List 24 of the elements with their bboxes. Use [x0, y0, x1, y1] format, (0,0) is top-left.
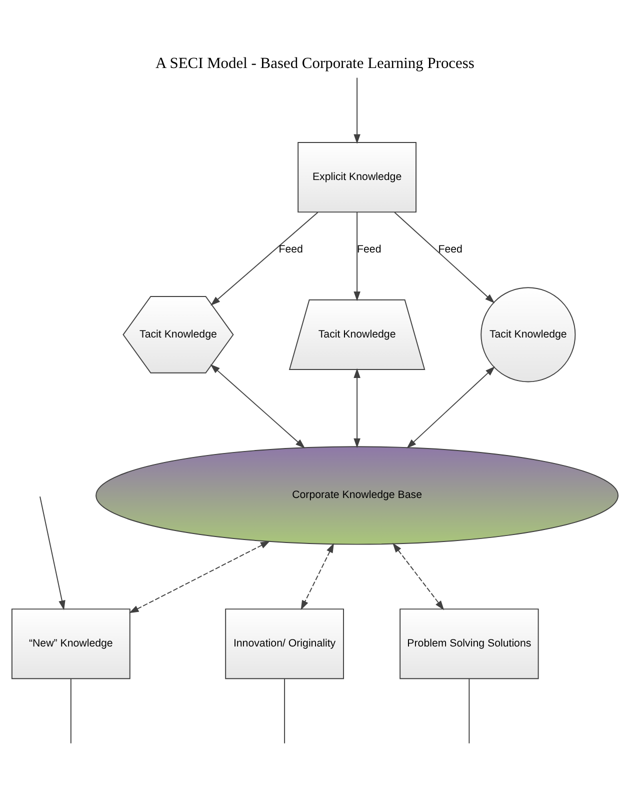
node-ellipse: Corporate Knowledge Base — [96, 446, 619, 545]
node-box: Explicit Knowledge — [298, 142, 416, 213]
arrow — [392, 542, 444, 610]
arrow — [354, 77, 360, 144]
edge-label: Feed — [438, 243, 462, 256]
edge-label: Feed — [278, 243, 303, 256]
arrow — [354, 368, 360, 448]
arrow — [406, 366, 496, 448]
edge-label: Feed — [357, 243, 382, 256]
node-circle: Tacit Knowledge — [480, 287, 576, 382]
arrow — [394, 212, 495, 304]
arrow — [40, 496, 66, 610]
arrow — [210, 212, 318, 306]
arrow — [129, 540, 270, 614]
connector — [468, 678, 470, 744]
node-box: Problem Solving Solutions — [400, 608, 539, 680]
connector — [284, 678, 286, 744]
connector — [70, 678, 72, 744]
arrow — [210, 364, 306, 448]
arrow — [354, 212, 360, 302]
node-box: “New” Knowledge — [11, 608, 130, 680]
diagram-title: A SECI Model - Based Corporate Learning Process — [156, 55, 474, 72]
arrow — [300, 543, 334, 610]
node-box: Innovation/ Originality — [225, 608, 344, 680]
